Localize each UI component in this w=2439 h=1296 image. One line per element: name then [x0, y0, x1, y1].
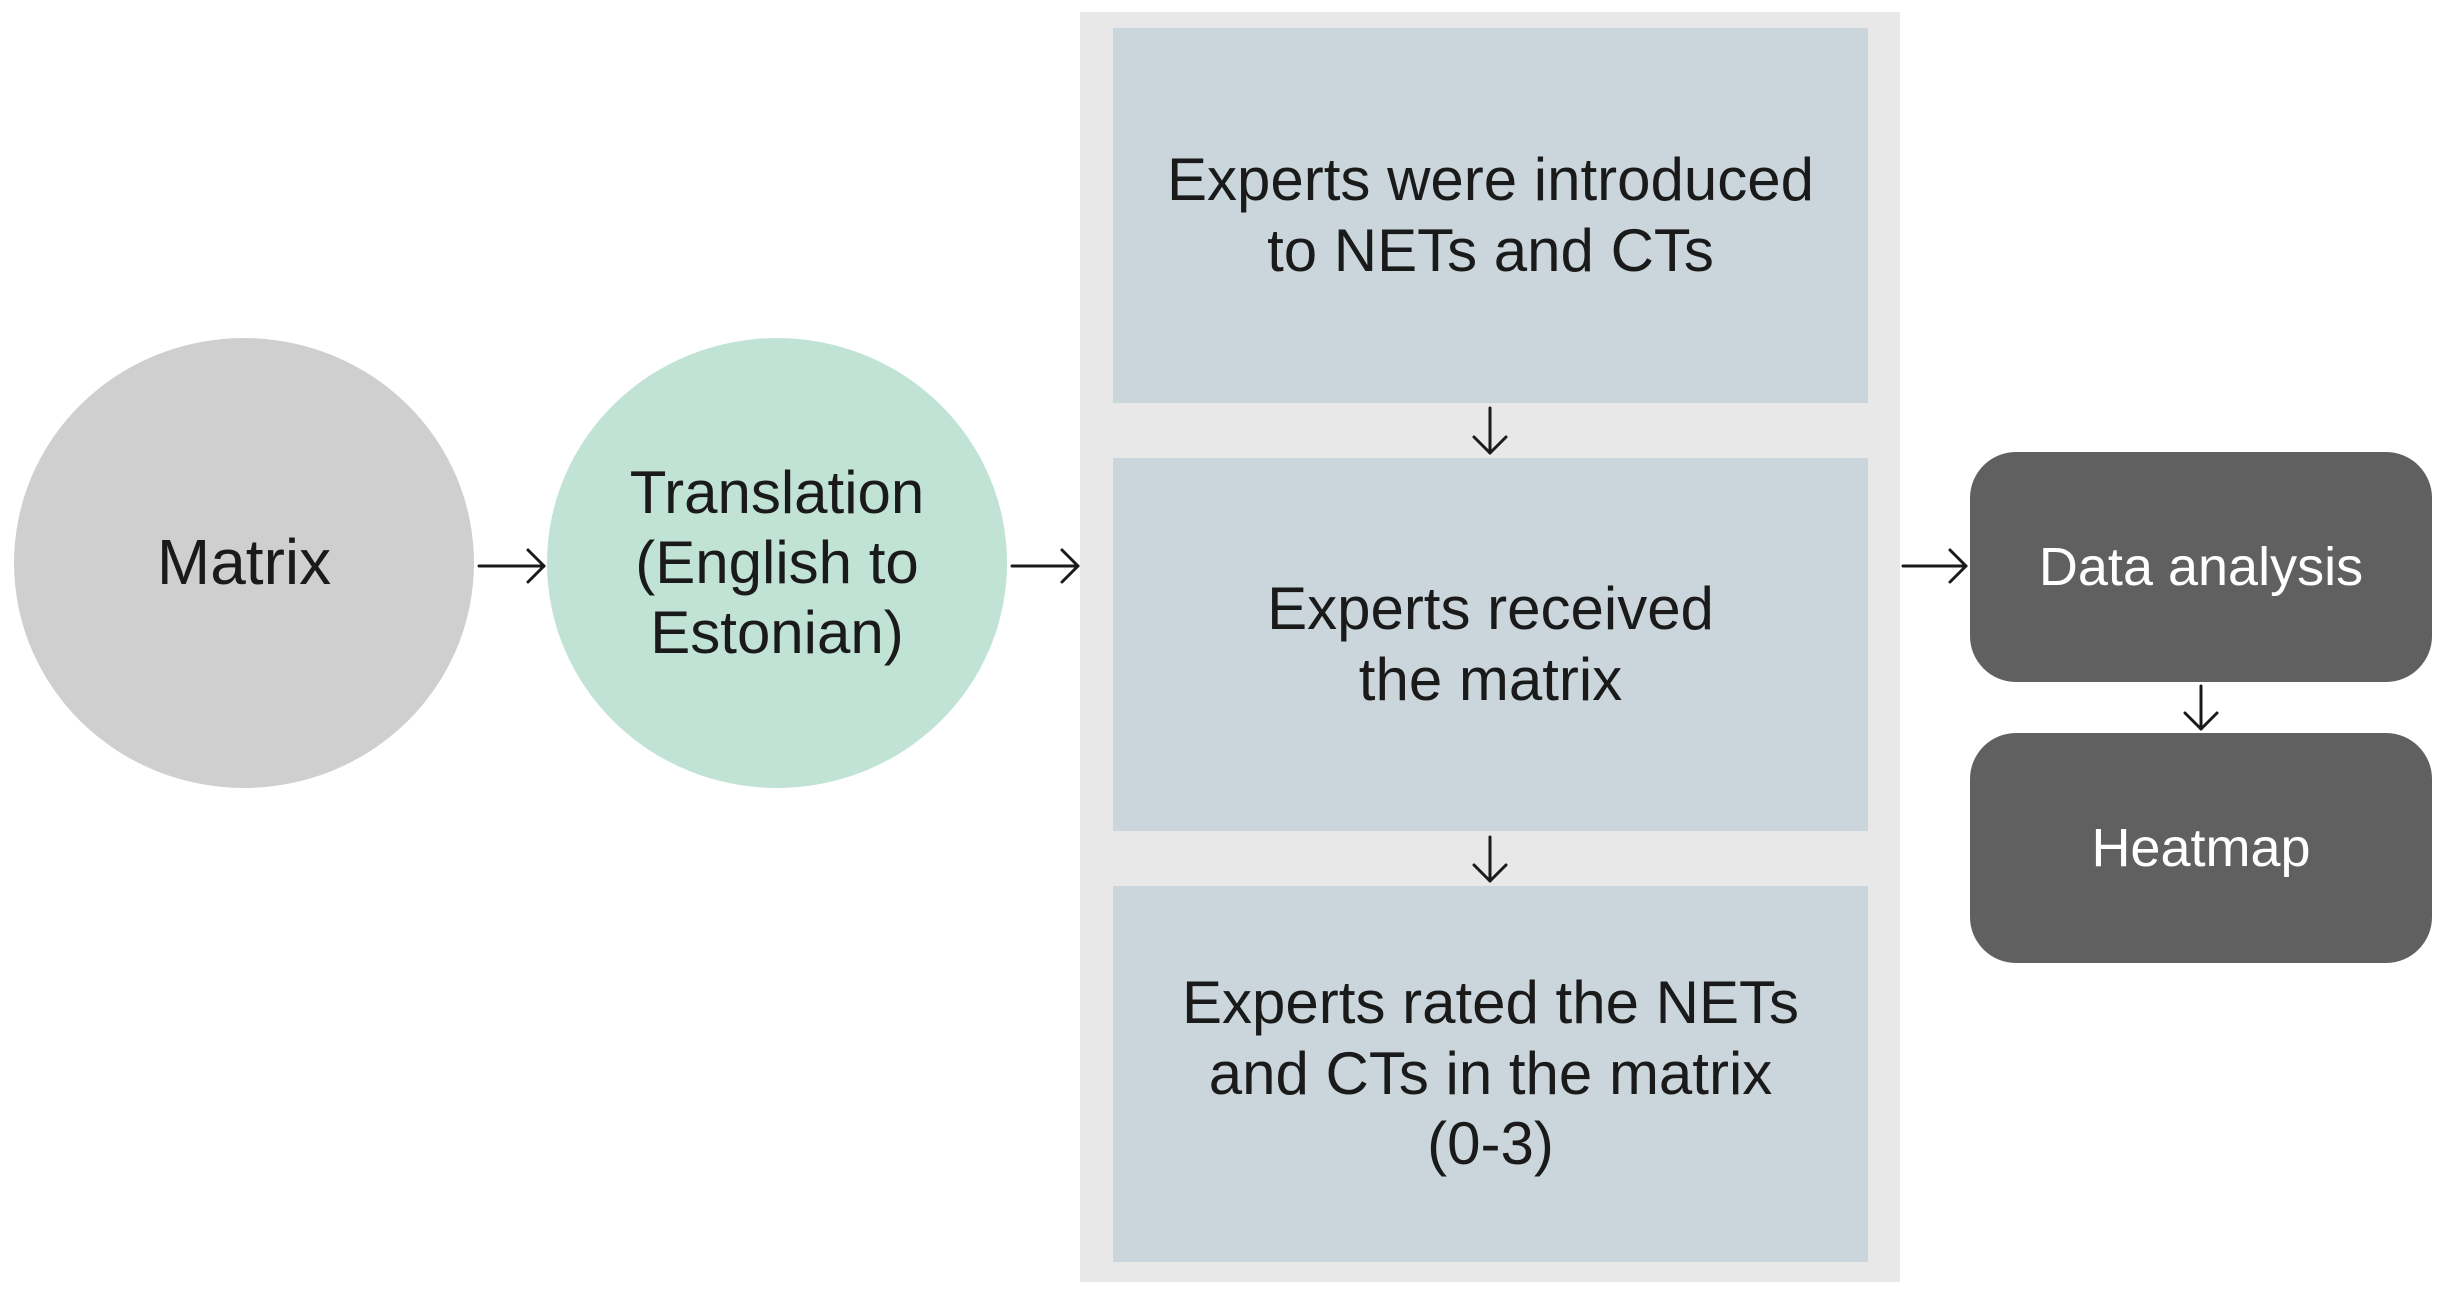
data-analysis-label: Data analysis: [2038, 537, 2364, 597]
step-rated-node: Experts rated the NETs and CTs in the ma…: [1113, 886, 1868, 1262]
arrow-step1-to-step2: [1472, 406, 1508, 455]
arrow-panel-to-data-analysis: [1901, 548, 1968, 584]
step-received-node: Experts received the matrix: [1113, 458, 1868, 831]
arrow-matrix-to-translation: [477, 548, 546, 584]
heatmap-label: Heatmap: [2091, 818, 2311, 878]
step-received-label: Experts received the matrix: [1267, 574, 1714, 713]
data-analysis-node: Data analysis: [1970, 452, 2432, 682]
arrow-step2-to-step3: [1472, 835, 1508, 883]
heatmap-node: Heatmap: [1970, 733, 2432, 963]
matrix-label: Matrix: [156, 526, 332, 599]
arrow-analysis-to-heatmap: [2183, 684, 2219, 731]
step-introduced-label: Experts were introduced to NETs and CTs: [1167, 145, 1814, 284]
arrow-translation-to-panel: [1010, 548, 1080, 584]
step-rated-label: Experts rated the NETs and CTs in the ma…: [1182, 968, 1799, 1178]
translation-node: Translation (English to Estonian): [547, 338, 1007, 788]
matrix-node: Matrix: [14, 338, 474, 788]
translation-label: Translation (English to Estonian): [629, 458, 925, 667]
step-introduced-node: Experts were introduced to NETs and CTs: [1113, 28, 1868, 403]
